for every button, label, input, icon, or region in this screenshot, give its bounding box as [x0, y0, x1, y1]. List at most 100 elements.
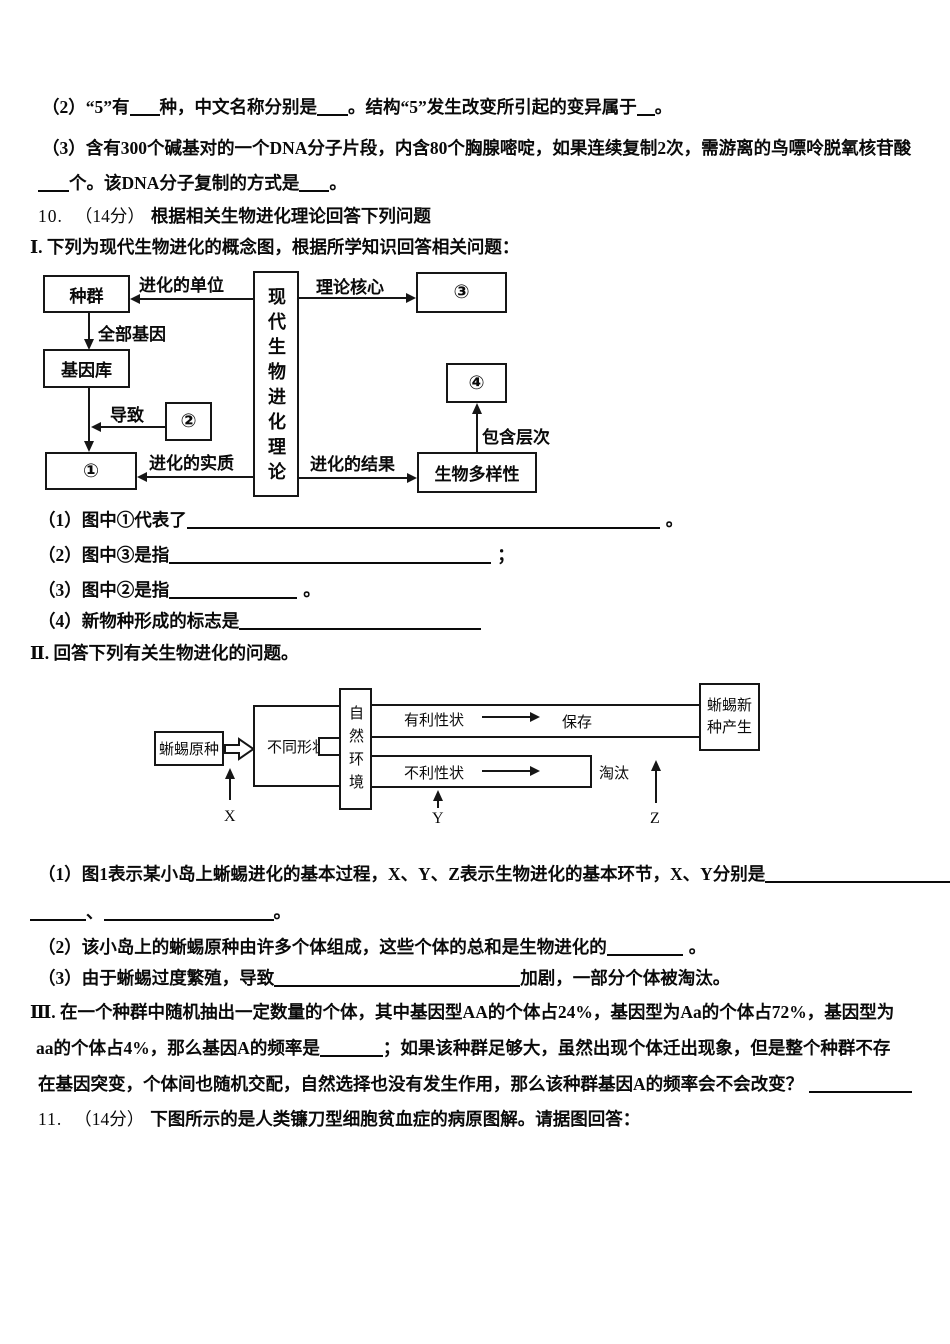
q10-ii1-text: （1）图1表示某小岛上蜥蜴进化的基本过程，X、Y、Z表示生物进化的基本环节，X、… — [38, 864, 766, 884]
box-different-shapes-label: 不同形状 — [266, 738, 327, 756]
label-eliminated: 淘汰 — [599, 762, 629, 783]
q11-number: 11. — [38, 1109, 63, 1129]
answer-blank — [169, 582, 298, 599]
box-circle3-label: ③ — [453, 282, 470, 303]
q10-score: （14分） — [74, 206, 145, 226]
arrow-line — [476, 411, 478, 452]
hollow-arrow-icon — [224, 737, 256, 766]
q10-i3-end: 。 — [303, 580, 321, 600]
box-population: 种群 — [43, 275, 130, 313]
q10-iii-line3: 在基因突变，个体间也随机交配，自然选择也没有发生作用，那么该种群基因A的频率会不… — [38, 1073, 913, 1096]
label-contain-levels: 包含层次 — [482, 423, 550, 448]
q10-title: 根据相关生物进化理论回答下列问题 — [150, 206, 431, 226]
answer-blank — [129, 99, 160, 116]
box-circle1-label: ① — [82, 460, 100, 482]
arrow-line — [655, 768, 657, 803]
q10-part1-intro: Ⅰ. 下列为现代生物进化的概念图，根据所学知识回答相关问题： — [30, 236, 519, 259]
q9-l2-text-1: （2）“5”有 — [42, 97, 130, 117]
q10-ii1-end: 。 — [273, 902, 292, 922]
label-theory-core-text: 理论核心 — [316, 278, 384, 297]
arrowhead-right-icon — [530, 766, 540, 776]
q9-l3-text: （3）含有300个碱基对的一个DNA分子片段，内含80个胸腺嘧啶，如果连续复制2… — [42, 138, 912, 158]
arrow-line — [100, 426, 165, 428]
answer-blank — [103, 904, 274, 921]
q9-l2-text-2: 种，中文名称分别是 — [159, 97, 318, 117]
arrowhead-down-icon — [84, 339, 94, 350]
q10-i2-end: ； — [497, 545, 515, 565]
q10-i4: （4）新物种形成的标志是 — [38, 610, 482, 633]
box-circle2: ② — [165, 402, 212, 441]
q10-i3: （3）图中②是指 。 — [38, 579, 321, 602]
q10-part2-intro: Ⅱ. 回答下列有关生物进化的问题。 — [30, 642, 299, 665]
label-evolution-essence: 进化的实质 — [149, 449, 234, 474]
q9-line-3: （3）含有300个碱基对的一个DNA分子片段，内含80个胸腺嘧啶，如果连续复制2… — [42, 137, 911, 160]
q11-score: （14分） — [74, 1109, 145, 1129]
q10-part2-intro-text: Ⅱ. 回答下列有关生物进化的问题。 — [30, 643, 299, 663]
box-new-species-line1: 蜥蜴新 — [706, 697, 752, 714]
answer-blank — [186, 512, 660, 529]
label-unfavorable-trait-text: 不利性状 — [404, 766, 465, 782]
q9-line-4: 个。该DNA分子复制的方式是。 — [38, 172, 347, 195]
q10-number: 10. — [38, 206, 63, 226]
channel-line — [372, 736, 699, 738]
q10-part1-intro-text: Ⅰ. 下列为现代生物进化的概念图，根据所学知识回答相关问题： — [30, 237, 520, 257]
label-z-text: Z — [650, 810, 660, 827]
arrow-line — [482, 716, 532, 718]
arrowhead-down-icon — [84, 441, 94, 452]
q10-iii-line2-text2: ；如果该种群足够大，虽然出现个体迁出现象，但是整个种群不存 — [382, 1038, 891, 1058]
q10-ii2-end: 。 — [688, 937, 707, 957]
q10-iii-line2: aa的个体占4%，那么基因A的频率是；如果该种群足够大，虽然出现个体迁出现象，但… — [36, 1037, 890, 1060]
arrowhead-right-icon — [530, 712, 540, 722]
label-y-text: Y — [432, 810, 444, 827]
box-biodiversity: 生物多样性 — [417, 452, 537, 493]
channel-line — [341, 786, 592, 788]
answer-blank — [765, 866, 950, 883]
channel-line — [341, 704, 699, 706]
box-circle2-label: ② — [180, 411, 197, 432]
label-evolution-unit-text: 进化的单位 — [139, 276, 224, 295]
label-evolution-unit: 进化的单位 — [139, 271, 224, 296]
q10-i2-text: （2）图中③是指 — [38, 545, 170, 565]
box-circle1: ① — [45, 452, 137, 490]
arrowhead-right-icon — [406, 293, 416, 303]
label-preserved: 保存 — [562, 711, 592, 732]
q10-ii3: （3）由于蜥蜴过度繁殖，导致加剧，一部分个体被淘汰。 — [38, 967, 730, 990]
arrowhead-up-icon — [433, 790, 443, 801]
label-eliminated-text: 淘汰 — [599, 766, 630, 782]
label-x: X — [224, 808, 236, 826]
answer-blank — [38, 175, 69, 192]
box-circle3: ③ — [416, 272, 507, 313]
q10-i3-text: （3）图中②是指 — [38, 580, 170, 600]
q10-i2: （2）图中③是指 ； — [38, 544, 515, 567]
q10-iii-line1: Ⅲ. 在一个种群中随机抽出一定数量的个体，其中基因型AA的个体占24%，基因型为… — [30, 1001, 894, 1024]
arrow-line — [437, 798, 439, 808]
q10-ii3-text2: 加剧，一部分个体被淘汰。 — [520, 968, 731, 988]
label-preserved-text: 保存 — [562, 715, 593, 731]
box-theory-center: 现代生物进化理论 — [253, 271, 299, 497]
label-evolution-result: 进化的结果 — [310, 450, 395, 475]
q10-header: 10. （14分）根据相关生物进化理论回答下列问题 — [38, 205, 431, 228]
arrowhead-left-icon — [91, 422, 101, 432]
box-new-species: 蜥蜴新 种产生 — [699, 683, 760, 751]
label-z: Z — [650, 810, 660, 828]
box-theory-center-label: 现代生物进化理论 — [266, 287, 286, 487]
answer-blank — [606, 939, 683, 956]
label-causes: 导致 — [110, 401, 144, 426]
arrowhead-left-icon — [130, 294, 140, 304]
q9-line-2: （2）“5”有 种，中文名称分别是 。结构“5”发生改变所引起的变异属于。 — [42, 96, 672, 119]
answer-blank — [30, 904, 86, 921]
answer-blank — [274, 970, 521, 987]
q9-l2-text-4: 。 — [654, 97, 673, 117]
label-evolution-essence-text: 进化的实质 — [149, 454, 234, 473]
arrow-line — [139, 298, 253, 300]
box-natural-environment: 自然环境 — [339, 688, 372, 810]
arrow-line — [482, 770, 532, 772]
arrow-line — [299, 297, 408, 299]
box-biodiversity-label: 生物多样性 — [434, 465, 520, 484]
q9-l2-text-3: 。结构“5”发生改变所引起的变异属于 — [348, 97, 637, 117]
label-x-text: X — [224, 808, 236, 825]
box-lizard-origin: 蜥蜴原种 — [154, 731, 224, 766]
q10-i1: （1）图中①代表了。 — [38, 509, 683, 532]
arrowhead-right-icon — [407, 473, 417, 483]
